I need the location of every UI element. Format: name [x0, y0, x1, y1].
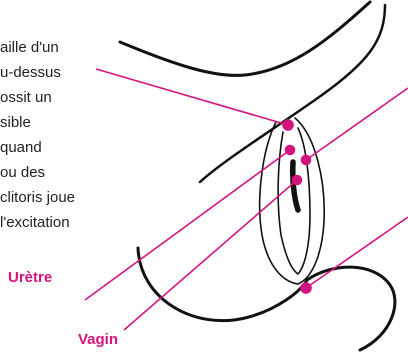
upper-body-outline — [120, 2, 370, 75]
upper-right-pointer-line — [306, 88, 408, 160]
description-line-7: clitoris joue — [0, 188, 75, 208]
description-line-3: ossit un — [0, 88, 52, 108]
vaginal-opening — [293, 162, 298, 210]
right-buttock-outline — [307, 267, 395, 350]
clitoris-marker — [283, 120, 293, 130]
uretre-marker — [286, 146, 295, 155]
upper-right-marker — [302, 156, 311, 165]
description-line-8: l'excitation — [0, 213, 70, 233]
description-line-5: quand — [0, 138, 42, 158]
clitoris-pointer-line — [96, 69, 288, 125]
lower-right-marker — [301, 283, 311, 293]
description-line-1: aille d'un — [0, 38, 59, 58]
uretre-pointer-line — [85, 150, 290, 300]
right-hip-outline — [200, 5, 385, 182]
description-line-2: u-dessus — [0, 63, 61, 83]
uretre-label: Urètre — [8, 269, 52, 286]
description-line-4: sible — [0, 113, 31, 133]
vagin-label: Vagin — [78, 331, 118, 348]
vagin-marker — [293, 176, 302, 185]
left-buttock-outline — [138, 248, 307, 321]
description-line-6: ou des — [0, 163, 45, 183]
outer-labia-outline — [260, 118, 325, 284]
lower-right-pointer-line — [306, 217, 408, 288]
